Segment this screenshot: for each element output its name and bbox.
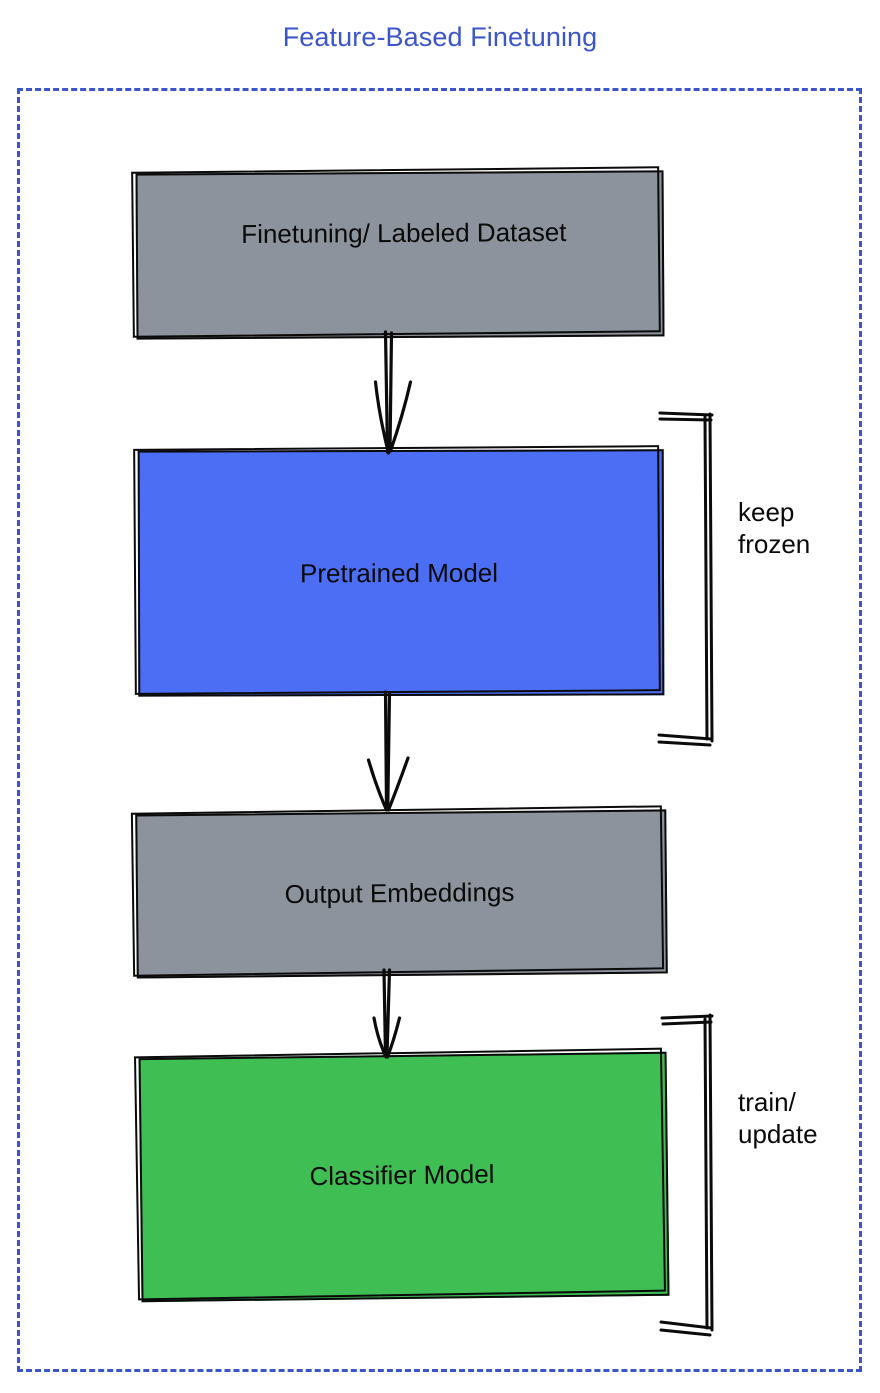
node-label: Pretrained Model (299, 557, 499, 589)
node-pretrained-model[interactable]: Pretrained Model (133, 445, 665, 697)
annotation-keep-frozen: keep frozen (738, 497, 811, 559)
node-classifier-model[interactable]: Classifier Model (134, 1047, 670, 1303)
page-title: Feature-Based Finetuning (282, 22, 598, 52)
node-output-embeddings[interactable]: Output Embeddings (130, 805, 668, 979)
annotation-train-update: train/ update (738, 1087, 818, 1149)
arrow-dataset-to-pretrained (373, 330, 413, 455)
node-label: Classifier Model (309, 1158, 495, 1192)
arrow-pretrained-to-embeddings (366, 690, 410, 812)
node-label: Finetuning/ Labeled Dataset (241, 216, 567, 249)
arrow-embeddings-to-classifier (372, 968, 402, 1059)
node-label: Output Embeddings (284, 876, 515, 910)
bracket-train-update (659, 1013, 714, 1337)
node-finetuning-labeled-dataset[interactable]: Finetuning/ Labeled Dataset (131, 166, 665, 340)
bracket-keep-frozen (657, 411, 714, 747)
node-face (135, 170, 665, 340)
